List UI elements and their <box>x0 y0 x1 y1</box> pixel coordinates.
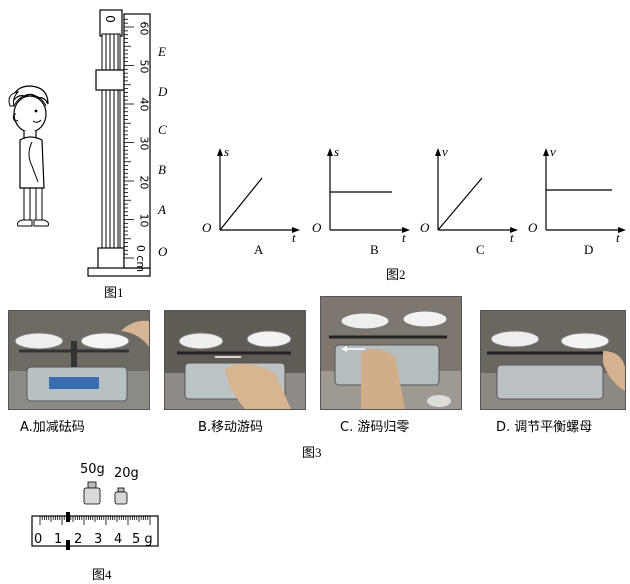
scale-label-20: 20 <box>137 175 151 190</box>
graph-A-origin: O <box>202 220 212 235</box>
figure1: 0 60 50 40 30 20 10 0 cm E D C B A O 图1 <box>0 0 200 300</box>
graph-D-xaxis: t <box>616 230 620 245</box>
graph-D-label: D <box>584 242 594 257</box>
weights-icon <box>83 481 128 505</box>
graph-C-origin: O <box>420 220 430 235</box>
figure3-caption: 图3 <box>302 445 322 460</box>
graph-A-yaxis: s <box>224 144 230 159</box>
ruler-ticks <box>124 18 134 259</box>
photo-A-label: A.加减砝码 <box>20 420 85 435</box>
rider-label-5g: 5 g <box>132 532 153 547</box>
rider-label-1: 1 <box>54 532 63 547</box>
rider-label-2: 2 <box>74 532 83 547</box>
mark-O: O <box>158 244 168 259</box>
figure4: 50g 20g 0 1 2 3 4 5 g 图4 <box>28 458 168 584</box>
graph-A-xaxis: t <box>292 230 296 245</box>
mark-B: B <box>158 162 166 177</box>
mark-C: C <box>158 122 167 137</box>
scale-label-10: 10 <box>137 213 151 228</box>
photo-B-label: B.移动游码 <box>198 420 264 435</box>
graph-B-xaxis: t <box>402 230 406 245</box>
graph-B <box>327 148 410 233</box>
photo-D <box>480 310 626 410</box>
graph-D-origin: O <box>528 220 538 235</box>
photo-D-label: D. 调节平衡螺母 <box>496 420 593 435</box>
photo-C-label: C. 游码归零 <box>340 420 410 435</box>
figure4-caption: 图4 <box>92 567 112 582</box>
photo-B <box>164 310 306 410</box>
graph-B-label: B <box>370 242 379 257</box>
mark-D: D <box>158 84 168 99</box>
figure2-caption: 图2 <box>386 267 406 282</box>
scale-label-30: 30 <box>137 136 151 151</box>
scale-label-0cm: 0 cm <box>134 244 148 273</box>
graph-C-xaxis: t <box>510 230 514 245</box>
graph-D <box>543 148 626 233</box>
mark-E: E <box>158 44 166 59</box>
photo-A <box>8 310 150 410</box>
scale-label-50: 50 <box>137 59 151 74</box>
rider-scale <box>31 512 159 550</box>
graph-B-yaxis: s <box>334 144 340 159</box>
graph-D-yaxis: v <box>550 144 556 159</box>
figure1-caption: 图1 <box>104 285 124 300</box>
photo-C <box>320 296 462 410</box>
graph-C-label: C <box>476 242 485 257</box>
scale-label-60: 60 <box>137 21 151 36</box>
weight-label-20g: 20g <box>114 466 139 481</box>
graph-A <box>217 148 300 233</box>
height-meter <box>87 9 151 277</box>
graph-A-label: A <box>254 242 264 257</box>
slider-zero-label: 0 <box>102 15 117 23</box>
figure3: A.加减砝码 B.移动游码 C. 游码归零 <box>0 296 630 466</box>
rider-label-0: 0 <box>34 532 43 547</box>
rider-label-4: 4 <box>114 532 123 547</box>
mark-A: A <box>158 202 166 217</box>
figure2: s t O A s t O B v t O C v t O D 图2 <box>196 140 626 282</box>
graph-C <box>435 148 518 233</box>
weight-label-50g: 50g <box>80 462 105 477</box>
rider-label-3: 3 <box>94 532 103 547</box>
scale-label-40: 40 <box>137 97 151 112</box>
student-illustration <box>8 85 49 227</box>
graph-B-origin: O <box>312 220 322 235</box>
graph-C-yaxis: v <box>442 144 448 159</box>
